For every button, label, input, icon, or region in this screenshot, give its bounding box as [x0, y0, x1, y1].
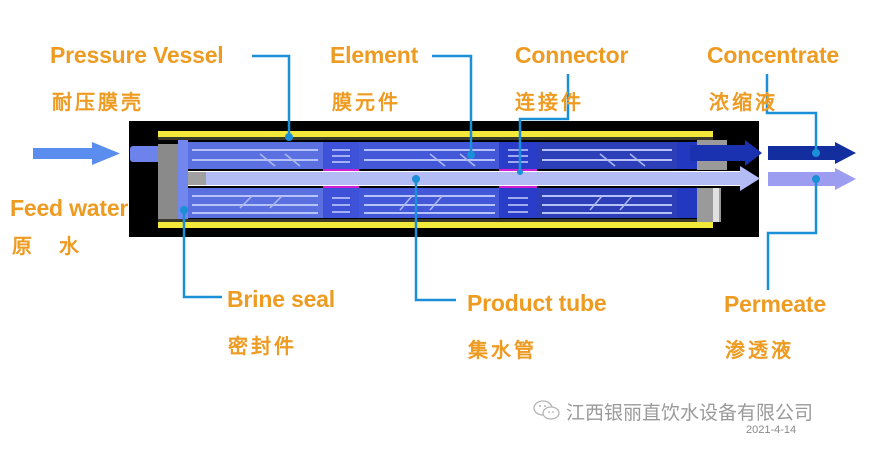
- leader-pressure-vessel: [252, 54, 291, 137]
- label-concentrate: Concentrate: [707, 42, 839, 68]
- watermark-date: 2021-4-14: [746, 424, 797, 436]
- leader-permeate: [766, 179, 818, 290]
- flow-diagonals: [239, 153, 646, 211]
- label-feed-water-zh: 原 水: [12, 234, 89, 258]
- leader-dot-connector: [517, 169, 523, 175]
- label-element: Element: [330, 42, 419, 68]
- product-tube: [188, 166, 760, 191]
- label-feed-water: Feed water: [10, 195, 129, 221]
- leader-dot-concentrate: [812, 149, 820, 157]
- leader-element: [432, 54, 473, 155]
- leader-concentrate: [765, 74, 818, 153]
- leader-dot-pressure-vessel: [285, 133, 293, 141]
- watermark-company: 江西银丽直饮水设备有限公司: [566, 402, 814, 424]
- label-permeate-zh: 渗透液: [725, 338, 794, 362]
- concentrate-arrow: [768, 142, 856, 164]
- leader-dot-element: [467, 151, 475, 159]
- right-end-cap: [690, 140, 762, 222]
- label-element-zh: 膜元件: [332, 90, 401, 114]
- leader-product-tube: [414, 179, 456, 302]
- wechat-icon: [533, 400, 560, 420]
- leader-brine-seal: [182, 210, 222, 299]
- feed-water-arrow: [33, 142, 120, 165]
- label-permeate: Permeate: [724, 291, 826, 317]
- pressure-vessel-shell: [158, 131, 713, 228]
- leader-connector: [518, 74, 570, 172]
- left-end-cap: [130, 138, 188, 224]
- label-connector-zh: 连接件: [515, 90, 584, 114]
- label-concentrate-zh: 浓缩液: [709, 90, 778, 114]
- leader-dot-product-tube: [412, 175, 420, 183]
- permeate-arrow: [768, 168, 856, 190]
- label-brine-seal: Brine seal: [227, 286, 335, 312]
- label-connector: Connector: [515, 42, 629, 68]
- leader-dot-permeate: [812, 175, 820, 183]
- label-brine-seal-zh: 密封件: [228, 334, 297, 358]
- connector-arrows: [332, 149, 528, 213]
- label-pressure-vessel: Pressure Vessel: [50, 42, 224, 68]
- label-pressure-vessel-zh: 耐压膜壳: [52, 90, 144, 114]
- label-product-tube: Product tube: [467, 290, 607, 316]
- flow-lines: [192, 149, 672, 214]
- connector-1: [323, 142, 359, 218]
- leader-dot-brine-seal: [180, 206, 188, 214]
- label-product-tube-zh: 集水管: [468, 338, 537, 362]
